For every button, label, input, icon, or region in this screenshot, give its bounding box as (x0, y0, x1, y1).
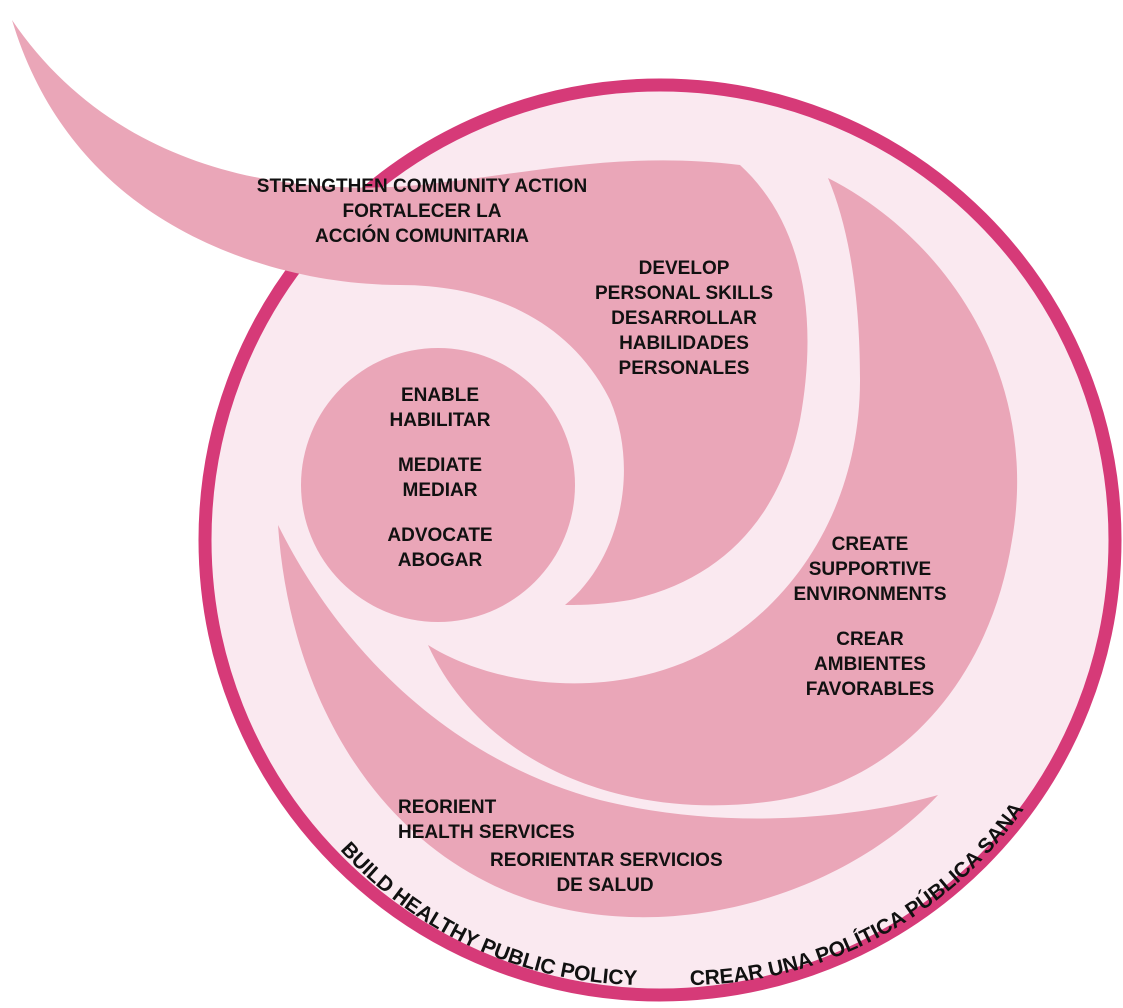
swoosh-supportive-environments (428, 178, 1018, 806)
swoosh-community-action (12, 20, 808, 605)
health-services-en-label: REORIENT HEALTH SERVICES (398, 797, 575, 843)
community-action-label: STRENGTHEN COMMUNITY ACTION FORTALECER L… (256, 176, 588, 247)
health-services-es-label: REORIENTAR SERVICIOS DE SALUD (490, 850, 723, 896)
supportive-environments-label: CREATE SUPPORTIVE ENVIRONMENTS CREAR AMB… (793, 534, 947, 700)
core-label: ENABLE HABILITAR MEDIATE MEDIAR ADVOCATE… (387, 385, 493, 571)
core-circle (301, 348, 575, 622)
public-policy-es-label: CREAR UNA POLÍTICA PÚBLICA SANA (690, 798, 1029, 990)
personal-skills-label: DEVELOP PERSONAL SKILLS DESARROLLAR HABI… (594, 258, 774, 379)
swoosh-health-services (278, 525, 938, 918)
